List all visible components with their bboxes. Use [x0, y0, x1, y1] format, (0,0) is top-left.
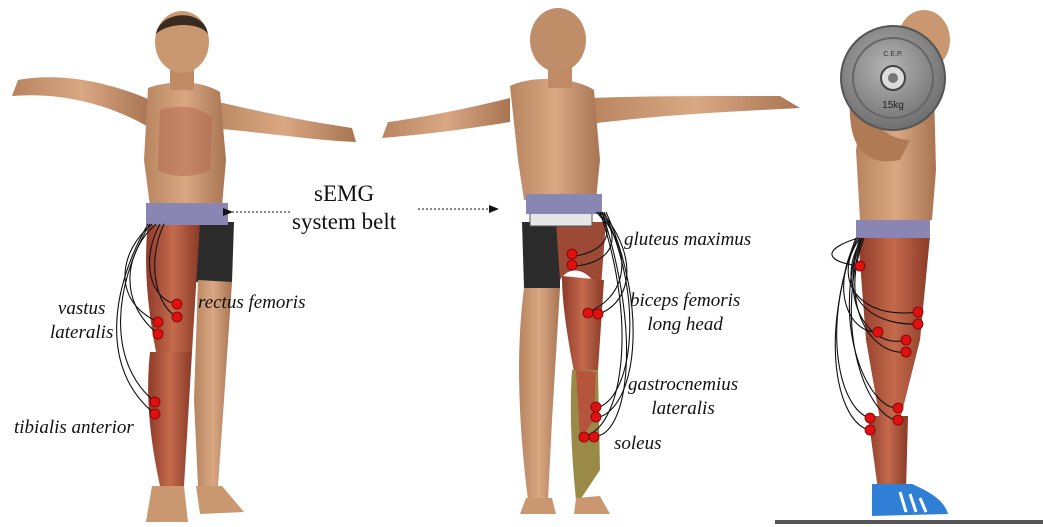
electrode — [893, 415, 903, 425]
side-belt — [856, 220, 930, 238]
electrode — [901, 347, 911, 357]
back-belt — [526, 194, 602, 214]
shoe — [872, 484, 948, 516]
electrode — [865, 413, 875, 423]
electrode — [172, 299, 182, 309]
label-vastus-lateralis: vastus lateralis — [50, 297, 113, 345]
electrode — [893, 403, 903, 413]
electrode — [579, 432, 589, 442]
electrode — [591, 412, 601, 422]
electrode — [589, 432, 599, 442]
electrode — [865, 425, 875, 435]
weight-plate — [841, 26, 945, 130]
electrode — [855, 261, 865, 271]
plate-weight: 15kg — [882, 100, 904, 111]
electrode — [593, 309, 603, 319]
belt-label-line2: system belt — [292, 208, 396, 236]
label-rectus-femoris: rectus femoris — [198, 291, 305, 315]
plate-brand: C.E.P. — [883, 51, 902, 58]
electrode — [567, 249, 577, 259]
electrode — [583, 308, 593, 318]
belt-label-line1: sEMG — [292, 180, 396, 208]
front-belt — [146, 203, 228, 225]
label-gluteus-maximus: gluteus maximus — [624, 228, 751, 252]
electrode — [901, 335, 911, 345]
electrode — [913, 307, 923, 317]
front-view-figure — [12, 11, 356, 522]
electrode — [150, 397, 160, 407]
belt-label: sEMG system belt — [292, 180, 396, 236]
electrode — [172, 312, 182, 322]
label-gastrocnemius-lateralis: gastrocnemius lateralis — [628, 373, 738, 421]
electrode — [591, 402, 601, 412]
electrode — [567, 260, 577, 270]
electrode — [153, 329, 163, 339]
electrode — [873, 327, 883, 337]
label-tibialis-anterior: tibialis anterior — [14, 416, 134, 440]
electrode — [153, 317, 163, 327]
label-biceps-femoris: biceps femoris long head — [630, 289, 740, 337]
label-soleus: soleus — [614, 432, 662, 456]
electrode — [913, 319, 923, 329]
side-view-figure — [775, 10, 1043, 524]
electrode — [150, 409, 160, 419]
